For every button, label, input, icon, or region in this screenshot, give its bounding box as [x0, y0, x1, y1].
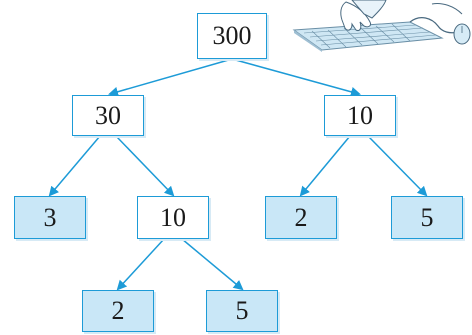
edge-root-right: [231, 58, 361, 97]
leaf-node-right-right: 5: [391, 196, 463, 239]
node-right-value: 10: [347, 100, 373, 130]
node-root-value: 300: [212, 21, 252, 50]
leaf-node-left-right-left: 2: [82, 290, 154, 332]
node-root: 300: [197, 13, 267, 59]
edge-leftright-lrr: [181, 238, 244, 291]
node-left-right: 10: [137, 196, 209, 239]
leaf-node-left-right-right: 5: [206, 290, 278, 332]
node-right: 10: [324, 95, 396, 136]
edge-left-leftright: [115, 135, 175, 197]
edge-left-leftleft: [48, 135, 101, 197]
leaf-right-right-value: 5: [420, 202, 434, 232]
leaf-lrl-value: 2: [111, 296, 125, 325]
leaf-node-left-left: 3: [14, 196, 86, 239]
leaf-left-left-value: 3: [43, 202, 57, 232]
leaf-right-left-value: 2: [294, 202, 308, 232]
leaf-node-right-left: 2: [265, 196, 337, 239]
node-left: 30: [72, 95, 144, 136]
node-left-right-value: 10: [160, 202, 186, 232]
edge-root-left: [108, 58, 233, 97]
hand-on-keyboard-icon: [292, 0, 471, 52]
leaf-lrr-value: 5: [235, 296, 249, 325]
edge-right-rightleft: [299, 135, 351, 197]
node-left-value: 30: [95, 100, 121, 130]
edge-right-rightright: [367, 135, 428, 197]
edge-leftright-lrl: [116, 238, 165, 291]
